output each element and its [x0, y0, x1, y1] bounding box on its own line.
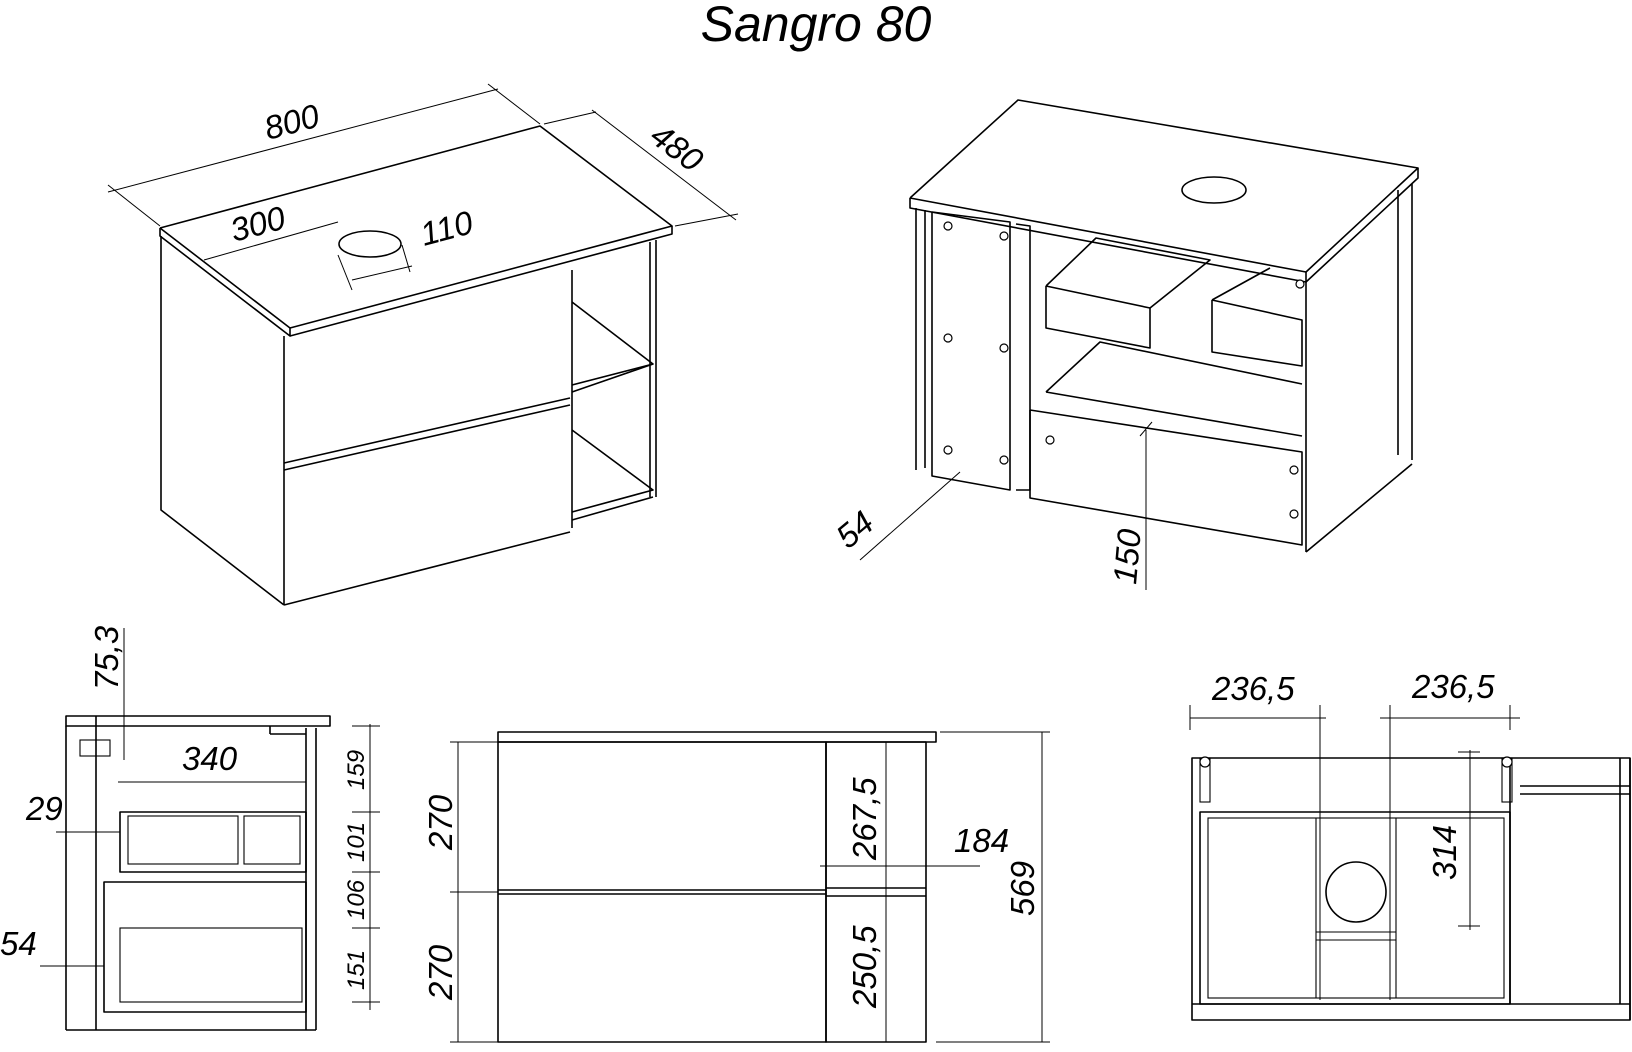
drawer-height-dimension-label: 150	[1106, 527, 1148, 586]
mounting-holes	[943, 221, 1305, 519]
side-dimension-lines	[40, 628, 380, 1010]
drawer-gap-label: 29	[25, 790, 63, 827]
segment-106-label: 106	[343, 879, 370, 920]
left-offset-label: 54	[0, 925, 37, 962]
side-section-view: 75,3 340 29 54 159 101 106 151	[0, 625, 380, 1031]
hole-offset-label: 300	[226, 199, 289, 249]
drawing-title: Sangro 80	[700, 0, 932, 52]
front-elevation-view: 270 270 267,5 250,5 184 569	[422, 731, 1050, 1043]
shelf-width-label: 184	[954, 822, 1009, 859]
countertop	[159, 125, 673, 337]
segment-159-label: 159	[343, 750, 370, 790]
total-height-label: 569	[1004, 861, 1041, 916]
side-drawers	[103, 811, 307, 1013]
segment-151-label: 151	[343, 950, 370, 990]
mount-left-label: 236,5	[1211, 670, 1295, 707]
drawer-fronts	[283, 397, 571, 606]
front-dimension-lines	[450, 731, 1050, 1043]
rear-outline	[1191, 757, 1631, 1021]
mount-height-label: 314	[1426, 825, 1463, 880]
front-top	[497, 731, 937, 743]
rear-left-panel	[931, 211, 1031, 491]
open-shelves	[571, 301, 654, 521]
front-upper-label: 270	[422, 794, 459, 851]
rear-frame-inner	[1199, 811, 1511, 1005]
rear-dimension-lines	[859, 421, 1153, 590]
mount-right-label: 236,5	[1411, 668, 1495, 705]
cabinet-body	[160, 236, 657, 606]
hole-diameter-label: 110	[416, 203, 477, 253]
front-lower-label: 270	[422, 944, 459, 1001]
width-dimension-label: 800	[260, 97, 323, 147]
rear-countertop	[909, 99, 1419, 283]
rear-frame	[915, 184, 1413, 553]
depth-dimension-label: 480	[644, 116, 711, 179]
shelf-upper-label: 267,5	[846, 777, 883, 861]
side-panel-dimension-label: 54	[829, 503, 881, 555]
wall-bracket	[79, 739, 111, 757]
front-shelf-bay	[825, 741, 927, 1043]
rear-sink-hole	[1181, 176, 1247, 204]
isometric-rear-view: 54 150	[829, 99, 1419, 590]
drawer-depth-label: 340	[182, 740, 238, 777]
top-thickness-label: 75,3	[88, 625, 125, 690]
shelf-lower-label: 250,5	[846, 925, 883, 1009]
rear-dimension-lines	[1189, 705, 1520, 1000]
rear-drain-hole	[1325, 861, 1387, 923]
rear-elevation-view: 236,5 236,5 314	[1189, 668, 1631, 1021]
front-body	[497, 741, 827, 1043]
segment-101-label: 101	[343, 822, 370, 862]
sink-hole	[338, 230, 402, 258]
rear-drawers	[1029, 237, 1303, 546]
dimension-lines-top	[107, 83, 739, 291]
isometric-front-view: 800 480 300 110	[107, 83, 739, 606]
